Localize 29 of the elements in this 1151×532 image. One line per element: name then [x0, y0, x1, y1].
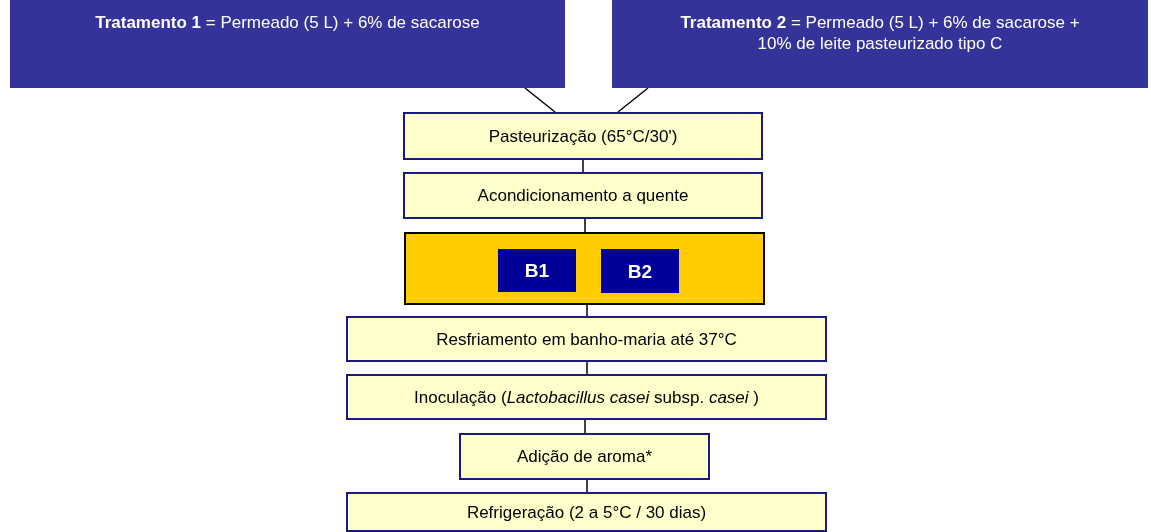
container-box: [404, 232, 765, 305]
treatment-box: [10, 0, 565, 88]
connector-line: [582, 159, 584, 173]
step-text: B2: [627, 260, 653, 282]
connector-line: [586, 479, 588, 493]
batch-box: [601, 249, 679, 293]
connector-line: [584, 419, 586, 434]
connector-line: [586, 361, 588, 375]
process-box: [459, 433, 710, 480]
step-text: Adição de aroma*: [516, 446, 653, 467]
process-box: [346, 492, 827, 532]
connector-line: [584, 218, 586, 233]
process-box: [346, 316, 827, 362]
batch-box: [498, 249, 576, 292]
step-text: Refrigeração (2 a 5°C / 30 dias): [466, 501, 707, 523]
step-text: Pasteurização (65°C/30'): [488, 125, 678, 147]
step-text: Tratamento 1 = Permeado (5 L) + 6% de sacarose: [94, 12, 481, 33]
step-text: Acondicionamento a quente: [477, 185, 689, 206]
connector-line: [524, 87, 556, 113]
step-text: Resfriamento em banho-maria até 37°C: [436, 328, 737, 350]
treatment-box: [612, 0, 1148, 88]
process-box: [403, 112, 763, 160]
process-box: [346, 374, 827, 420]
step-text: Inoculação (Lactobacillus casei subsp. casei ): [414, 386, 759, 408]
step-text: B1: [524, 260, 550, 281]
connector-line: [586, 304, 588, 317]
connector-line: [617, 87, 649, 113]
step-text: Tratamento 2 = Permeado (5 L) + 6% de sacarose + 10% de leite pasteurizado tipo C: [679, 12, 1081, 54]
process-box: [403, 172, 763, 219]
